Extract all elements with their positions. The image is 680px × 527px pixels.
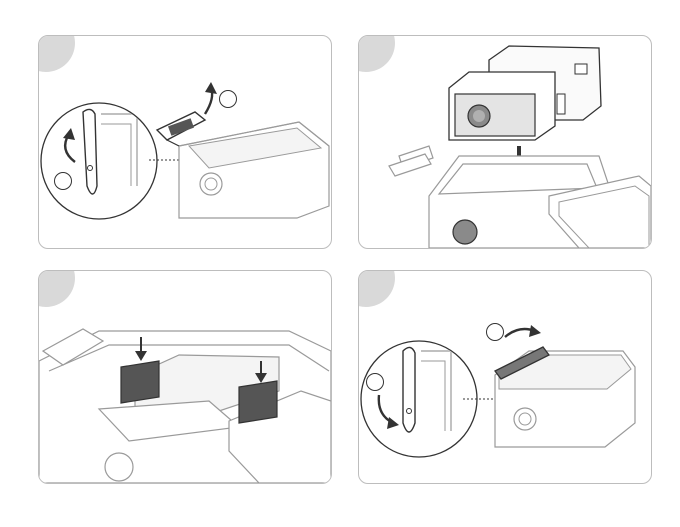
step-2-illustration (359, 36, 651, 248)
step-3-panel (38, 270, 332, 484)
anti-fog-insert-right (239, 381, 277, 423)
step-2-panel (358, 35, 652, 249)
marker-circle (219, 90, 237, 108)
anti-fog-insert-left (121, 361, 159, 403)
marker-circle (486, 323, 504, 341)
step-3-illustration (39, 271, 331, 483)
step-4-illustration (359, 271, 651, 483)
housing-knob (514, 408, 536, 430)
step-4-panel (358, 270, 652, 484)
marker-circle (54, 172, 72, 190)
housing-knob (453, 220, 477, 244)
step-1-illustration (39, 36, 331, 248)
step-1-panel (38, 35, 332, 249)
housing-knob (200, 173, 222, 195)
housing-knob (105, 453, 133, 481)
magnify-lens (41, 103, 157, 219)
latch-closeup (403, 347, 415, 432)
marker-circle (366, 373, 384, 391)
